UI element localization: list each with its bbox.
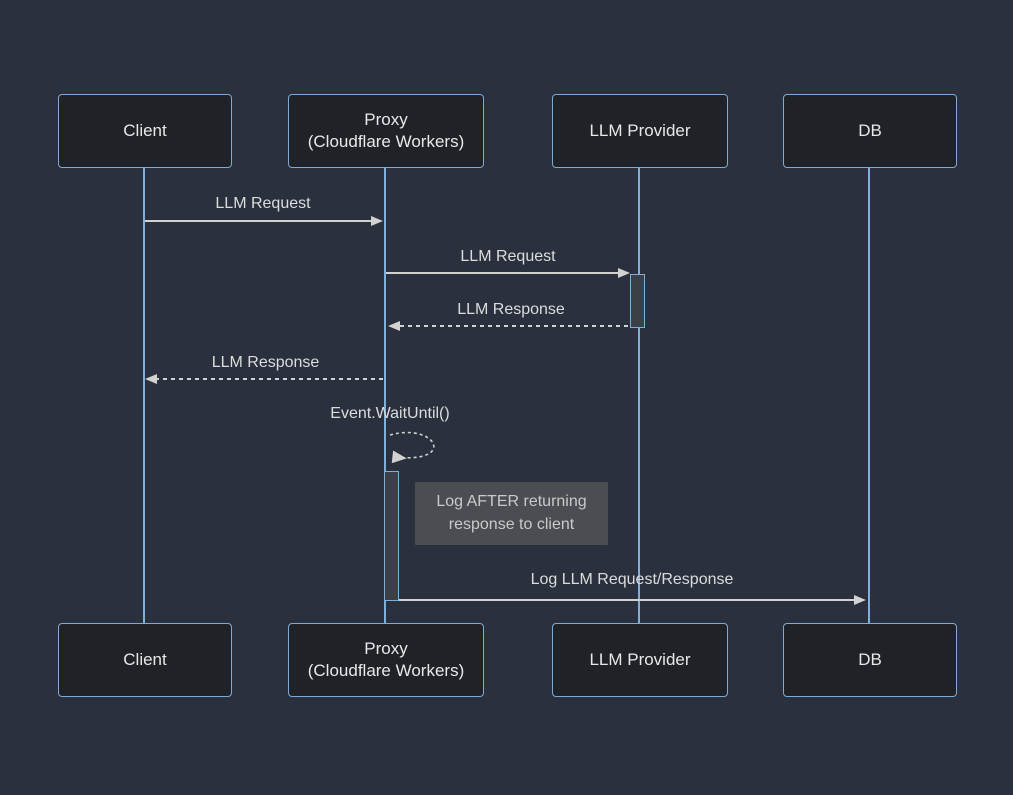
lifeline-llm-provider <box>638 168 640 624</box>
activation-llm-provider <box>630 274 645 328</box>
activation-proxy <box>384 471 399 601</box>
arrowhead <box>371 216 383 226</box>
lifeline-client <box>143 168 145 624</box>
actor-llm-provider-top: LLM Provider <box>552 94 728 168</box>
actor-label: Client <box>123 649 167 669</box>
actor-label: Proxy (Cloudflare Workers) <box>307 638 465 680</box>
actor-label: LLM Provider <box>589 649 691 669</box>
actor-label: Proxy (Cloudflare Workers) <box>307 109 465 151</box>
actor-db-bottom: DB <box>783 623 957 697</box>
actor-label: LLM Provider <box>589 120 691 140</box>
arrowhead <box>618 268 630 278</box>
message-label: LLM Response <box>457 301 565 318</box>
actor-proxy-bottom: Proxy (Cloudflare Workers) <box>288 623 484 697</box>
actor-label: Client <box>123 120 167 140</box>
message-label: Log LLM Request/Response <box>530 571 734 588</box>
message-label: LLM Response <box>211 354 320 371</box>
message-line <box>147 378 384 380</box>
actor-proxy-top: Proxy (Cloudflare Workers) <box>288 94 484 168</box>
message-label: LLM Request <box>215 195 311 212</box>
actor-label: DB <box>858 120 882 140</box>
note-label: Log AFTER returning response to client <box>436 493 587 533</box>
self-loop-arrow <box>389 431 435 464</box>
lifeline-proxy <box>384 168 386 624</box>
message-label: LLM Request <box>460 248 556 265</box>
note-box: Log AFTER returning response to client <box>415 482 608 545</box>
lifeline-db <box>868 168 870 624</box>
message-line <box>386 272 619 274</box>
message-line <box>392 325 632 327</box>
message-line <box>145 220 372 222</box>
arrowhead <box>854 595 866 605</box>
arrowhead <box>388 321 400 331</box>
actor-client-bottom: Client <box>58 623 232 697</box>
arrowhead <box>145 374 157 384</box>
actor-label: DB <box>858 649 882 669</box>
message-label: Event.WaitUntil() <box>330 405 450 422</box>
actor-client-top: Client <box>58 94 232 168</box>
message-line <box>399 599 855 601</box>
actor-db-top: DB <box>783 94 957 168</box>
actor-llm-provider-bottom: LLM Provider <box>552 623 728 697</box>
